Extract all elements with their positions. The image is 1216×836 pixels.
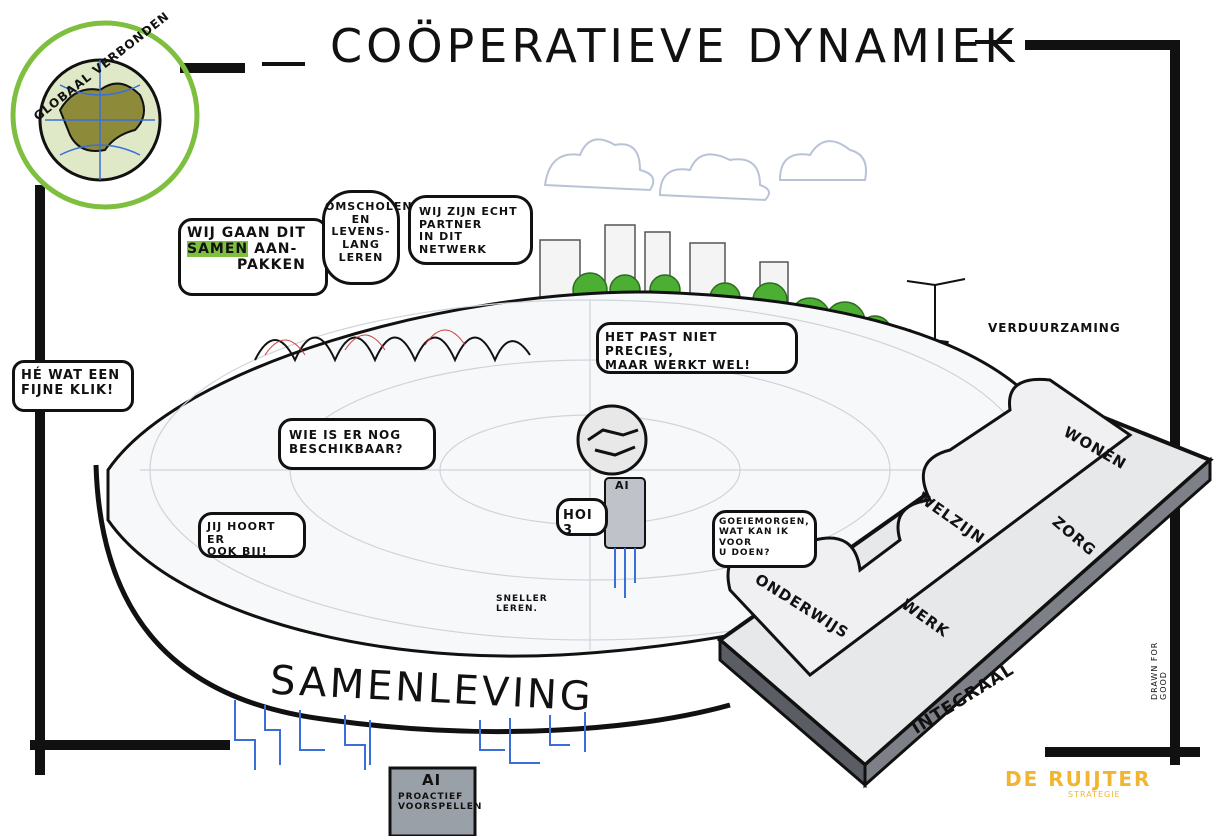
speech-bubble-ookbij: JIJ HOORT ER OOK BIJ! [198, 512, 306, 558]
ai-chip-icon [388, 766, 477, 836]
credit-text: DRAWN FOR GOOD [1150, 641, 1169, 700]
bubble-line-1: WIJ GAAN DIT [187, 225, 306, 241]
speech-bubble-omscholen: OMSCHOLEN EN LEVENS- LANG LEREN [322, 190, 412, 285]
globe-icon [10, 20, 200, 210]
brand-sub: STRATEGIE [1068, 790, 1121, 799]
speech-bubble-klik: HÉ WAT EEN FIJNE KLIK! [12, 360, 134, 412]
label-ai-chip: AI [422, 771, 442, 789]
bubble-highlight: SAMEN [187, 241, 249, 258]
speech-bubble-precies: HET PAST NIET PRECIES, MAAR WERKT WEL! [596, 322, 798, 374]
cloud-icons [543, 138, 867, 202]
integraal-puzzle [716, 377, 1214, 789]
speech-bubble-goedemorgen: GOEIEMORGEN, WAT KAN IK VOOR U DOEN? [712, 510, 817, 568]
label-ai-top: AI [615, 479, 630, 492]
bubble-line-2: AAN- [254, 241, 298, 258]
label-ai-chip-sub: PROACTIEF VOORSPELLEN [398, 792, 483, 813]
circuit-icon [234, 700, 586, 770]
speech-bubble-beschikbaar: WIE IS ER NOG BESCHIKBAAR? [278, 418, 436, 470]
crowd-group [254, 329, 531, 363]
speech-bubble-hoi: HOI 3 [556, 498, 608, 538]
bubble-line-3: PAKKEN [237, 257, 306, 274]
page-title: COÖPERATIEVE DYNAMIEK [330, 19, 1019, 73]
label-sneller-leren: SNELLER LEREN. [496, 594, 548, 615]
speech-bubble-partner: WIJ ZIJN ECHT PARTNER IN DIT NETWERK [408, 195, 533, 265]
speech-bubble-samen: WIJ GAAN DIT SAMEN AAN- PAKKEN [178, 218, 328, 296]
label-verduurzaming: VERDUURZAMING [988, 321, 1121, 335]
handshake-icon [576, 404, 648, 476]
frame [30, 40, 1200, 775]
brand-name: DE RUIJTER [1005, 767, 1152, 791]
